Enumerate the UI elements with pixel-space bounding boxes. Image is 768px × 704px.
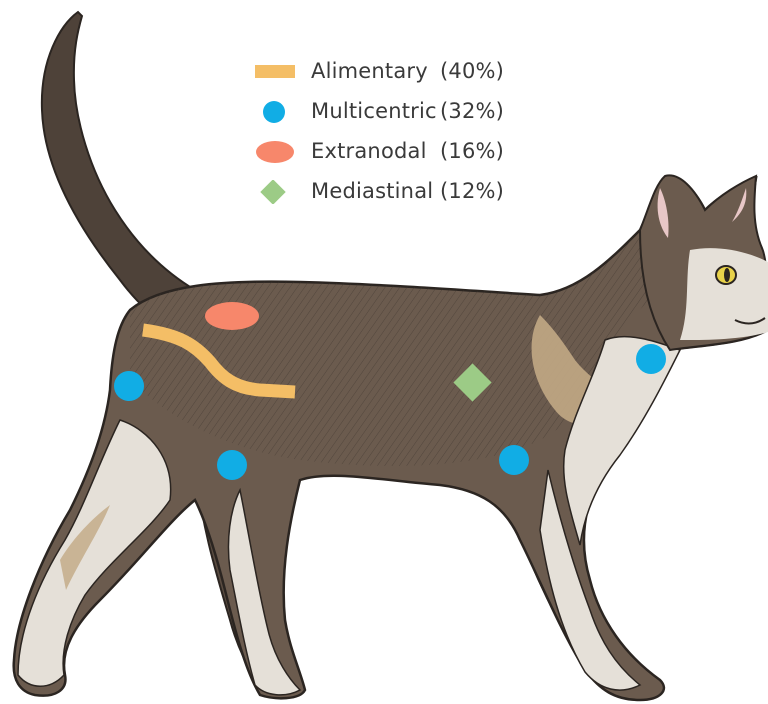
mouth	[734, 317, 766, 325]
chest-cream	[562, 335, 682, 546]
mediastinal-marker	[453, 363, 492, 402]
legend: Alimentary (40%) Multicentric (32%) Extr…	[252, 52, 532, 212]
legend-item-mediastinal: Mediastinal (12%)	[252, 172, 532, 212]
alimentary-marker	[142, 323, 296, 399]
hind-leg-tan	[60, 505, 110, 590]
multicentric-marker	[636, 344, 666, 374]
multicentric-marker	[217, 450, 247, 480]
face-cream	[680, 248, 768, 340]
legend-label: Alimentary	[311, 59, 428, 83]
legend-item-alimentary: Alimentary (40%)	[252, 52, 532, 92]
legend-label: Mediastinal	[311, 179, 434, 203]
multicentric-marker	[499, 445, 529, 475]
extranodal-marker	[205, 302, 259, 330]
extranodal-swatch	[256, 141, 294, 163]
middle-leg-cream	[227, 487, 302, 696]
alimentary-swatch	[255, 65, 295, 78]
legend-percent: (16%)	[440, 139, 505, 163]
front-leg-cream	[539, 469, 642, 691]
legend-percent: (32%)	[440, 99, 505, 123]
right-ear-inner	[732, 188, 747, 222]
multicentric-swatch	[263, 101, 285, 123]
legend-item-multicentric: Multicentric (32%)	[252, 92, 532, 132]
left-ear-inner	[657, 188, 669, 238]
legend-label: Extranodal	[311, 139, 427, 163]
legend-label: Multicentric	[311, 99, 437, 123]
pupil	[724, 268, 730, 282]
hind-leg-cream	[17, 419, 172, 687]
mediastinal-swatch	[260, 180, 286, 204]
legend-percent: (12%)	[440, 179, 505, 203]
legend-item-extranodal: Extranodal (16%)	[252, 132, 532, 172]
multicentric-marker	[114, 371, 144, 401]
legend-percent: (40%)	[440, 59, 505, 83]
